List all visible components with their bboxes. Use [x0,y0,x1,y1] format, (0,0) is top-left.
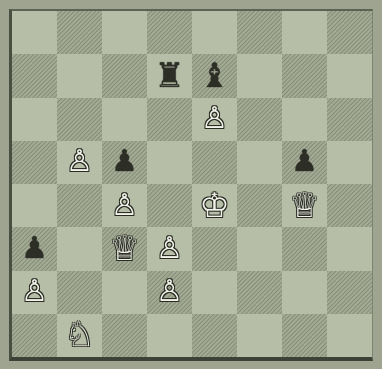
white-pawn-d3[interactable]: ♙ [156,234,183,264]
black-pawn-a3[interactable]: ♟ [21,234,48,264]
square-d6[interactable] [147,98,192,141]
square-c6[interactable] [102,98,147,141]
square-f8[interactable] [237,11,282,54]
square-d2[interactable]: ♙ [147,271,192,314]
square-h3[interactable] [327,227,372,270]
black-rook-d7[interactable]: ♜ [154,59,184,93]
square-b3[interactable] [57,227,102,270]
square-d8[interactable] [147,11,192,54]
square-e2[interactable] [192,271,237,314]
white-knight-b1[interactable]: ♘ [64,318,94,352]
square-b6[interactable] [57,98,102,141]
square-f5[interactable] [237,141,282,184]
white-pawn-e6[interactable]: ♙ [201,104,228,134]
square-c2[interactable] [102,271,147,314]
black-pawn-g5[interactable]: ♟ [291,147,318,177]
square-c7[interactable] [102,54,147,97]
square-f6[interactable] [237,98,282,141]
square-d7[interactable]: ♜ [147,54,192,97]
square-d5[interactable] [147,141,192,184]
square-f7[interactable] [237,54,282,97]
square-e5[interactable] [192,141,237,184]
white-queen-c3[interactable]: ♕ [109,232,139,266]
white-pawn-c4[interactable]: ♙ [111,191,138,221]
square-b1[interactable]: ♘ [57,314,102,357]
white-queen-g4[interactable]: ♕ [289,189,319,223]
square-a2[interactable]: ♙ [12,271,57,314]
square-g7[interactable] [282,54,327,97]
square-h8[interactable] [327,11,372,54]
square-a7[interactable] [12,54,57,97]
square-h2[interactable] [327,271,372,314]
square-a3[interactable]: ♟ [12,227,57,270]
square-g1[interactable] [282,314,327,357]
square-g5[interactable]: ♟ [282,141,327,184]
square-a8[interactable] [12,11,57,54]
white-pawn-d2[interactable]: ♙ [156,277,183,307]
white-pawn-b5[interactable]: ♙ [66,147,93,177]
square-b7[interactable] [57,54,102,97]
square-h7[interactable] [327,54,372,97]
square-b8[interactable] [57,11,102,54]
square-c1[interactable] [102,314,147,357]
square-g2[interactable] [282,271,327,314]
square-b2[interactable] [57,271,102,314]
square-h5[interactable] [327,141,372,184]
square-b5[interactable]: ♙ [57,141,102,184]
white-king-e4[interactable]: ♔ [199,189,229,223]
square-g6[interactable] [282,98,327,141]
square-g3[interactable] [282,227,327,270]
square-d1[interactable] [147,314,192,357]
square-h4[interactable] [327,184,372,227]
black-pawn-c5[interactable]: ♟ [111,147,138,177]
square-f3[interactable] [237,227,282,270]
chess-board: ♜ ♝ ♙ ♙ ♟ ♟ ♙ ♔ ♕ ♟ ♕ ♙ ♙ ♙ ♘ [9,9,373,361]
square-e1[interactable] [192,314,237,357]
square-c5[interactable]: ♟ [102,141,147,184]
square-f2[interactable] [237,271,282,314]
square-h1[interactable] [327,314,372,357]
square-a6[interactable] [12,98,57,141]
square-g8[interactable] [282,11,327,54]
square-a4[interactable] [12,184,57,227]
square-a1[interactable] [12,314,57,357]
square-a5[interactable] [12,141,57,184]
square-e7[interactable]: ♝ [192,54,237,97]
black-bishop-e7[interactable]: ♝ [199,59,229,93]
square-b4[interactable] [57,184,102,227]
square-d3[interactable]: ♙ [147,227,192,270]
square-c3[interactable]: ♕ [102,227,147,270]
square-d4[interactable] [147,184,192,227]
square-e6[interactable]: ♙ [192,98,237,141]
square-e8[interactable] [192,11,237,54]
square-g4[interactable]: ♕ [282,184,327,227]
square-f4[interactable] [237,184,282,227]
square-e3[interactable] [192,227,237,270]
square-h6[interactable] [327,98,372,141]
white-pawn-a2[interactable]: ♙ [21,277,48,307]
square-c8[interactable] [102,11,147,54]
square-f1[interactable] [237,314,282,357]
square-c4[interactable]: ♙ [102,184,147,227]
square-e4[interactable]: ♔ [192,184,237,227]
